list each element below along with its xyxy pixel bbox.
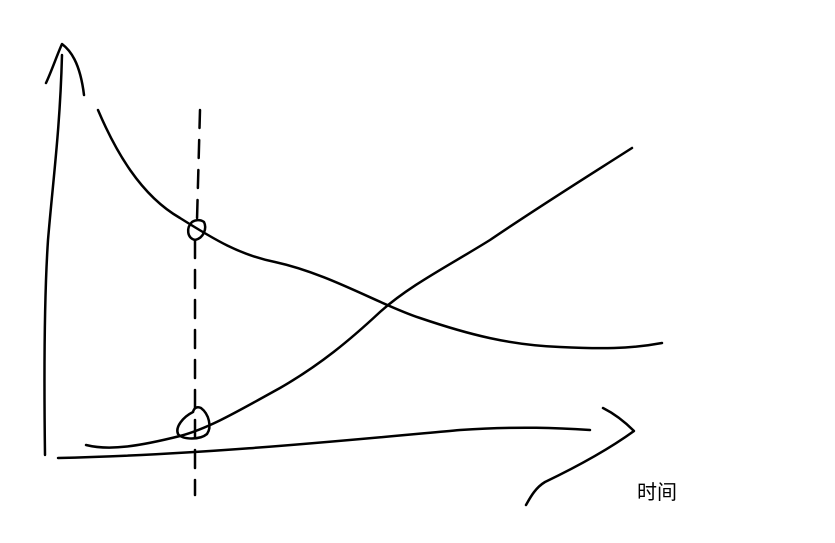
x-axis-arrowhead	[524, 406, 636, 507]
vertical-dashed-line	[193, 108, 202, 497]
upper-circled-point	[186, 218, 207, 242]
increasing-curve	[84, 146, 634, 449]
y-axis	[43, 53, 64, 457]
x-axis-label: 时间	[637, 480, 677, 504]
decreasing-curve	[96, 108, 664, 350]
x-axis	[56, 426, 592, 460]
lower-circled-point	[176, 405, 211, 440]
y-axis-arrowhead	[44, 42, 86, 97]
